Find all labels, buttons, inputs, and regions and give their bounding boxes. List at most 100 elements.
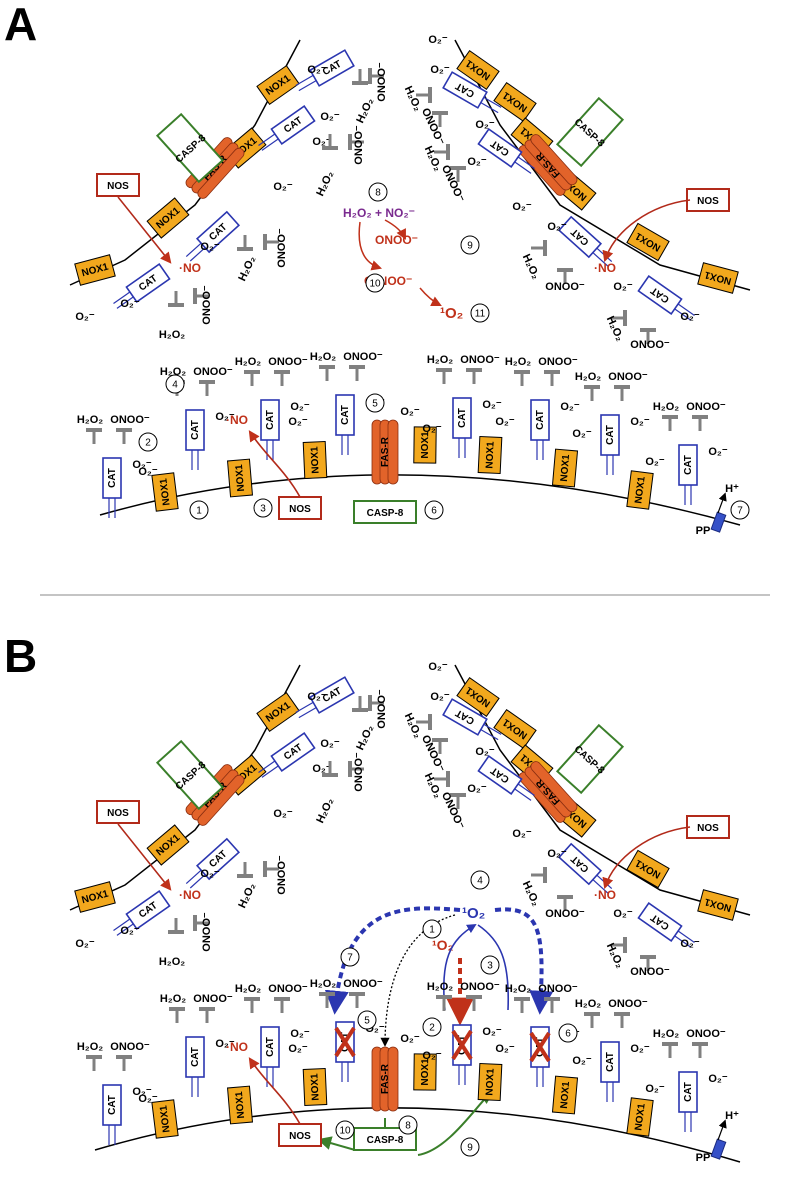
casp8-lower-rect: [353, 1127, 417, 1151]
nox1-label: NOX1: [559, 1081, 572, 1110]
inhibitor-stem: [434, 777, 448, 781]
inhibitor-bar: [348, 761, 364, 777]
step-number-a-10-circle: [365, 273, 385, 293]
catalase-rect: [260, 399, 280, 441]
inhibitor-bar: [692, 415, 708, 431]
inhibitor-stem: [416, 720, 430, 724]
inhibitor-stem: [563, 270, 567, 284]
peroxide-label: H₂O₂: [575, 998, 601, 1010]
step-number-a-7: 7: [737, 506, 743, 517]
superoxide-label: O₂⁻: [320, 111, 339, 123]
step-number-b-3-circle: [480, 955, 500, 975]
inhibitor-head: [436, 995, 452, 999]
peroxide-label: H₂O₂: [402, 84, 424, 113]
inhibitor-bar: [662, 415, 678, 431]
catalase-rect: [637, 275, 683, 315]
inhibitor-head: [193, 915, 197, 931]
nox1-label: NOX1: [484, 441, 496, 469]
inhibitor-stem: [442, 997, 446, 1011]
nos-left-label: NOS: [107, 808, 129, 819]
no-radical-left: ·NO: [179, 888, 201, 902]
inhibitor-bar: [349, 365, 365, 381]
superoxide-label: O₂⁻: [630, 416, 649, 428]
inhibitor-stem: [611, 943, 625, 947]
superoxide-label: O₂⁻: [120, 925, 139, 937]
superoxide-label: O₂⁻: [495, 416, 514, 428]
inhibitor-head: [557, 268, 573, 272]
peroxide-label: H₂O₂: [159, 329, 185, 341]
inhibitor-head: [86, 428, 102, 432]
inhibitor-head: [614, 1012, 630, 1016]
inhibitor-head: [349, 365, 365, 369]
step-number-b-9-circle: [460, 1137, 480, 1157]
superoxide-label: O₂⁻: [138, 1093, 157, 1105]
nos-left-label: NOS: [107, 181, 129, 192]
catalase-anchor: [116, 296, 134, 309]
inhibitor-bar: [274, 997, 290, 1013]
inhibitor-bar: [531, 240, 547, 256]
superoxide-label: O₂⁻: [547, 221, 566, 233]
inhibitor-bar: [319, 992, 335, 1008]
superoxide-label: O₂⁻: [547, 848, 566, 860]
fas-receptor: FAS-R: [518, 761, 578, 823]
inhibitor-bar: [86, 428, 102, 444]
superoxide-label: O₂⁻: [645, 456, 664, 468]
proton-pump: [710, 511, 727, 533]
catalase-box: CAT: [258, 732, 316, 778]
dashed-arrow-left: [324, 906, 461, 1015]
nox1-box: NOX1: [626, 1097, 654, 1137]
inhibitor-head: [544, 370, 560, 374]
superoxide-label: O₂⁻: [613, 908, 632, 920]
peroxide-label: H₂O₂: [314, 796, 336, 825]
peroxide-label: H₂O₂: [236, 881, 258, 910]
catalase-anchor: [116, 923, 134, 936]
inhibitor-head: [428, 714, 432, 730]
inhibitor-bar: [557, 895, 573, 911]
peroxynitrite-label: ONOO⁻: [538, 356, 578, 368]
peroxynitrite-label: ONOO⁻: [686, 401, 726, 413]
nox1-box: NOX1: [697, 262, 739, 294]
inhibitor-stem: [92, 430, 96, 444]
fas-lobe: [197, 774, 245, 826]
peroxynitrite-label: ONOO⁻: [608, 371, 648, 383]
fas-receptor: FAS-R: [371, 1046, 399, 1112]
catalase-box: CAT: [334, 1021, 356, 1082]
inhibitor-stem: [438, 740, 442, 754]
inhibitor-head: [244, 370, 260, 374]
inhibitor-stem: [358, 696, 362, 710]
nox1-label: NOX1: [309, 1073, 321, 1101]
nox1-label: NOX1: [158, 477, 172, 506]
nox1-rect: [74, 881, 116, 913]
catalase-rect: [335, 394, 355, 436]
catalase-label: CAT: [605, 1052, 616, 1072]
peroxynitrite-label: ONOO⁻: [268, 356, 308, 368]
nox1-rect: [456, 49, 500, 91]
nox1-box: NOX1: [551, 1075, 579, 1115]
peroxynitrite-label: ONOO⁻: [460, 354, 500, 366]
nos-arrow-left: [117, 823, 172, 891]
peroxide-label: H₂O₂: [77, 414, 103, 426]
inhibitor-head: [116, 1055, 132, 1059]
peroxide-label: H₂O₂: [520, 252, 542, 281]
catalase-rect: [102, 1084, 122, 1126]
superoxide-label: O₂⁻: [400, 1033, 419, 1045]
inhibitor-stem: [195, 921, 209, 925]
step-number-b-7-circle: [340, 947, 360, 967]
inhibitor-stem: [175, 1009, 179, 1023]
inhibitor-bar: [169, 1007, 185, 1023]
nos-right: NOS: [686, 815, 730, 839]
peroxide-label: H₂O₂: [520, 879, 542, 908]
inhibitor-head: [199, 1007, 215, 1011]
nox1-box: NOX1: [626, 222, 670, 262]
nox1-rect: [151, 472, 179, 512]
inhibitor-bar: [614, 1012, 630, 1028]
nox1-rect: [551, 1075, 579, 1115]
catalase-anchor: [514, 788, 532, 801]
nos-right: NOS: [686, 188, 730, 212]
inhibitor-stem: [646, 957, 650, 971]
inhibitor-head: [168, 303, 184, 307]
inhibitor-head: [168, 930, 184, 934]
nox1-rect: [226, 1085, 254, 1125]
nox1-label: NOX1: [484, 1068, 496, 1096]
catalase-rect: [600, 414, 620, 456]
